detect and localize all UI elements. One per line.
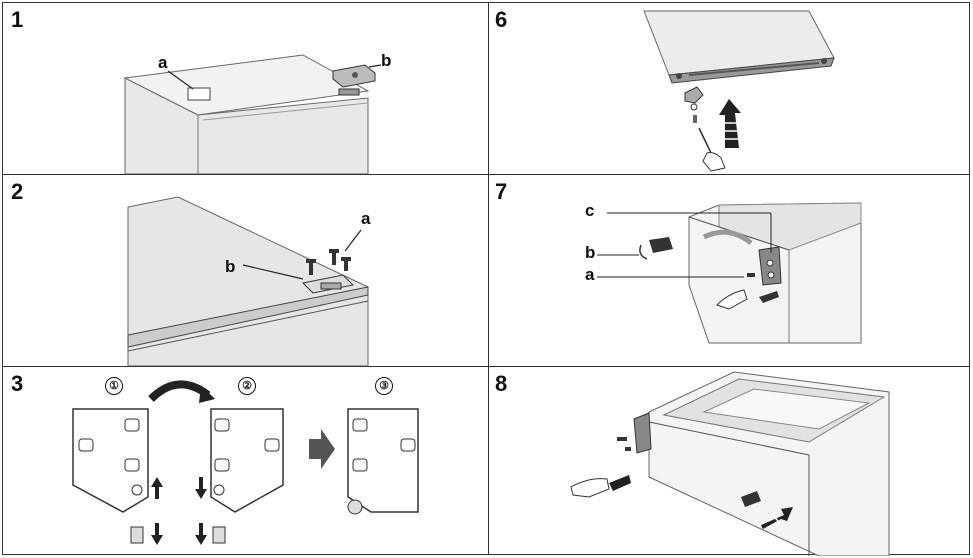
callout-a: a xyxy=(361,209,371,228)
door-hinge-illustration xyxy=(643,10,835,172)
callout-b: b xyxy=(585,243,596,262)
row-divider-1 xyxy=(3,174,969,175)
top-hinge-illustration xyxy=(127,196,369,366)
hinge-mounting-illustration xyxy=(570,371,890,556)
step-number: 7 xyxy=(495,179,508,204)
step-2-panel: 2 a b xyxy=(3,175,488,366)
step-1-panel: 1 a b xyxy=(3,3,488,174)
callout-a: a xyxy=(585,265,595,284)
step-8-panel: 8 xyxy=(489,367,971,556)
callout-a: a xyxy=(158,53,168,72)
step-7-panel: 7 c b a xyxy=(489,175,971,366)
callout-b: b xyxy=(225,257,236,276)
callout-c: c xyxy=(585,201,595,220)
fridge-top-illustration xyxy=(123,54,382,174)
step-6-panel: 6 xyxy=(489,3,971,174)
hinge-swap-diagram xyxy=(72,380,419,545)
sub-step-2-badge: ② xyxy=(238,377,256,395)
step-number: 8 xyxy=(495,371,508,396)
callout-b: b xyxy=(381,51,392,70)
step-number: 2 xyxy=(11,179,24,204)
step-number: 3 xyxy=(11,371,24,396)
sub-step-3-badge: ③ xyxy=(375,377,393,395)
step-number: 1 xyxy=(11,7,24,32)
hinge-removal-illustration xyxy=(597,202,862,344)
sub-step-1-badge: ① xyxy=(105,377,123,395)
step-number: 6 xyxy=(495,7,508,32)
step-3-panel: 3 xyxy=(3,367,488,556)
column-divider xyxy=(488,3,489,554)
row-divider-2 xyxy=(3,366,969,367)
